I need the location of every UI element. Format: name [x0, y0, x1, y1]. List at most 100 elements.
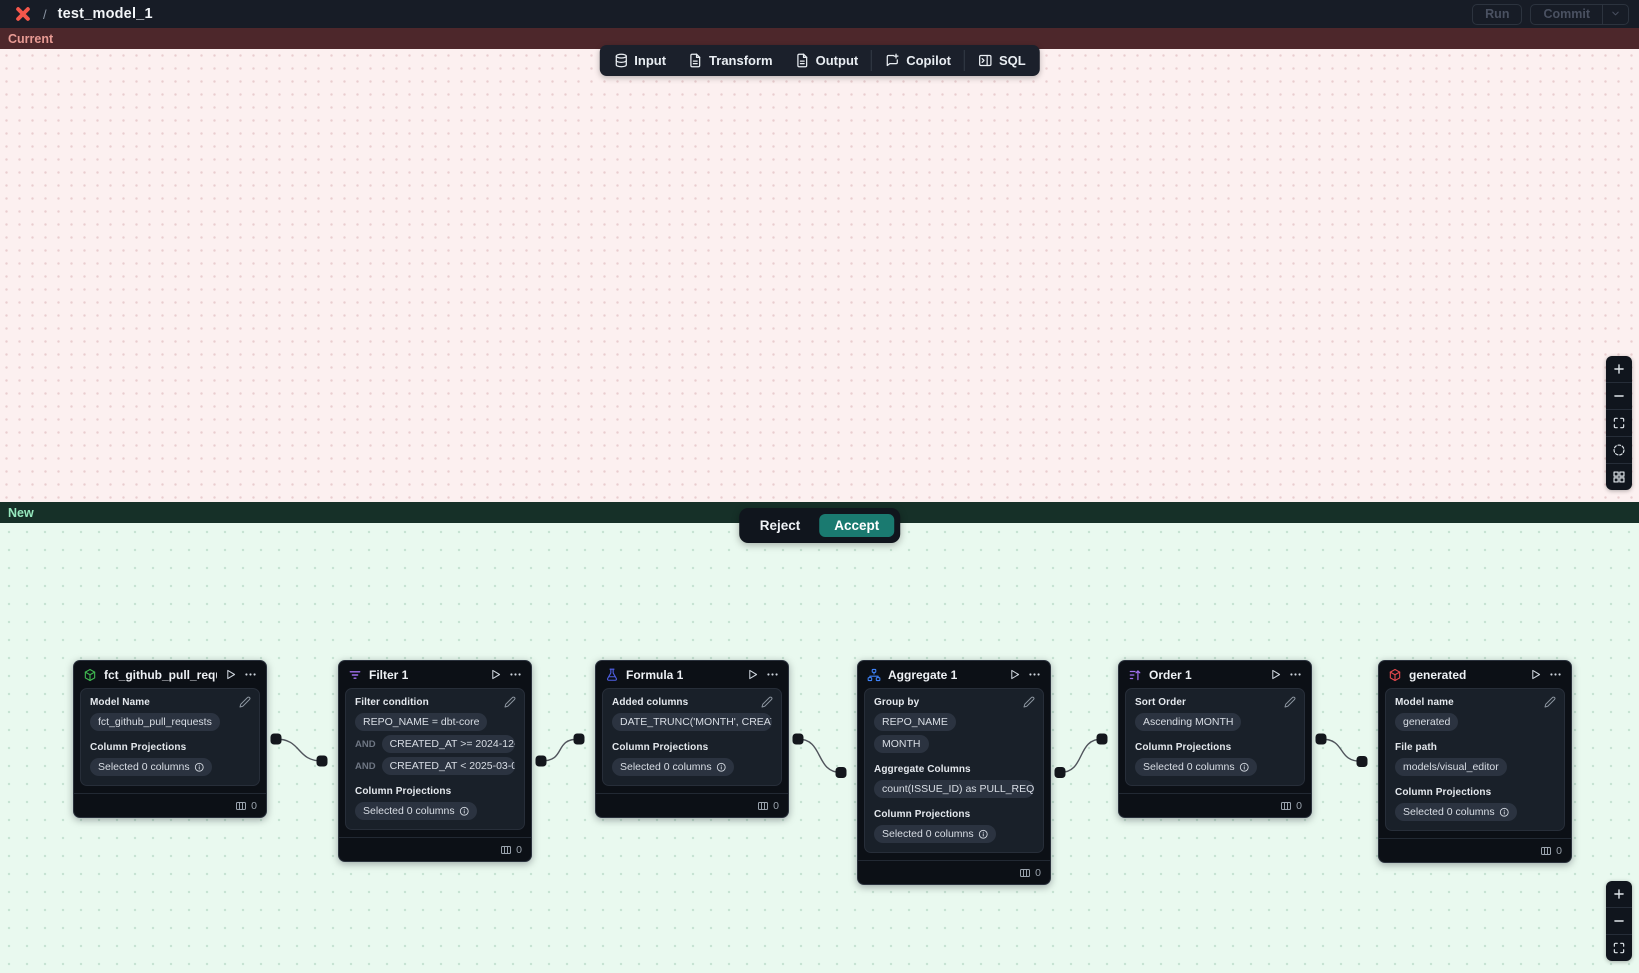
pill-row: generated	[1395, 713, 1555, 731]
value-pill[interactable]: Selected 0 columns	[1395, 803, 1518, 821]
edit-pencil-icon[interactable]	[504, 696, 516, 708]
flask-icon	[605, 668, 619, 682]
node-header[interactable]: generated	[1379, 661, 1571, 688]
ellipsis-icon	[244, 668, 257, 681]
pill-row: models/visual_editor	[1395, 758, 1555, 776]
node-menu-button[interactable]	[244, 668, 257, 681]
node-title: generated	[1409, 667, 1467, 682]
play-icon	[224, 668, 237, 681]
new-zoom-controls	[1606, 881, 1632, 961]
dbt-logo-icon[interactable]	[14, 5, 32, 23]
edit-pencil-icon[interactable]	[761, 696, 773, 708]
node-run-button[interactable]	[746, 668, 759, 681]
node-header[interactable]: fct_github_pull_requests	[74, 661, 266, 688]
value-pill[interactable]: REPO_NAME	[874, 713, 956, 731]
fit-icon	[1612, 941, 1626, 955]
node-run-button[interactable]	[489, 668, 502, 681]
filter-icon	[348, 668, 362, 682]
node-header[interactable]: Formula 1	[596, 661, 788, 688]
value-pill[interactable]: CREATED_AT >= 2024-12-01	[381, 735, 515, 753]
plus-button[interactable]	[1606, 356, 1632, 382]
field-label: Sort Order	[1135, 697, 1187, 708]
node-fct-github-pull-requests[interactable]: fct_github_pull_requestsModel Namefct_gi…	[73, 660, 267, 818]
node-run-button[interactable]	[1529, 668, 1542, 681]
ellipsis-icon	[1549, 668, 1562, 681]
node-header[interactable]: Aggregate 1	[858, 661, 1050, 688]
value-pill[interactable]: Selected 0 columns	[612, 758, 735, 776]
node-run-button[interactable]	[1008, 668, 1021, 681]
toolbar-input-button[interactable]: Input	[602, 45, 677, 76]
node-menu-button[interactable]	[1289, 668, 1302, 681]
fit-button[interactable]	[1606, 410, 1632, 436]
columns-icon	[1019, 867, 1031, 879]
node-title: fct_github_pull_requests	[104, 667, 217, 682]
toolbar-item-label: Copilot	[906, 53, 951, 68]
value-pill[interactable]: MONTH	[874, 735, 929, 753]
commit-button[interactable]: Commit	[1531, 5, 1602, 24]
chevron-down-icon	[1610, 7, 1621, 22]
value-pill[interactable]: models/visual_editor	[1395, 758, 1507, 776]
value-pill[interactable]: CREATED_AT < 2025-03-01	[381, 757, 515, 775]
toolbar-sql-button[interactable]: SQL	[967, 45, 1037, 76]
play-icon	[1269, 668, 1282, 681]
edit-pencil-icon[interactable]	[1544, 696, 1556, 708]
node-menu-button[interactable]	[1549, 668, 1562, 681]
value-pill[interactable]: Selected 0 columns	[90, 758, 213, 776]
minus-button[interactable]	[1606, 908, 1632, 934]
node-header[interactable]: Filter 1	[339, 661, 531, 688]
node-layer: fct_github_pull_requestsModel Namefct_gi…	[0, 523, 1639, 973]
value-pill[interactable]: Selected 0 columns	[1135, 758, 1258, 776]
minus-button[interactable]	[1606, 383, 1632, 409]
pill-row: count(ISSUE_ID) as PULL_REQUEST_…	[874, 780, 1034, 798]
breadcrumb-separator: /	[43, 6, 47, 22]
value-pill[interactable]: Selected 0 columns	[355, 802, 478, 820]
toolbar-transform-button[interactable]: Transform	[677, 45, 784, 76]
info-icon	[978, 829, 989, 840]
fit-button[interactable]	[1606, 935, 1632, 961]
node-menu-button[interactable]	[509, 668, 522, 681]
node-run-button[interactable]	[1269, 668, 1282, 681]
node-footer: 0	[1119, 793, 1311, 817]
value-pill[interactable]: fct_github_pull_requests	[90, 713, 220, 731]
reject-button[interactable]: Reject	[745, 514, 816, 537]
new-canvas[interactable]: fct_github_pull_requestsModel Namefct_gi…	[0, 523, 1639, 973]
value-pill[interactable]: Selected 0 columns	[874, 825, 997, 843]
locate-button[interactable]	[1606, 437, 1632, 463]
value-pill[interactable]: REPO_NAME = dbt-core	[355, 713, 488, 731]
toolbar-output-button[interactable]: Output	[784, 45, 870, 76]
node-footer: 0	[339, 837, 531, 861]
node-menu-button[interactable]	[1028, 668, 1041, 681]
run-button[interactable]: Run	[1472, 3, 1523, 25]
pill-row: Selected 0 columns	[612, 758, 772, 776]
grid-icon	[1612, 470, 1626, 484]
edit-pencil-icon[interactable]	[1023, 696, 1035, 708]
aggregate-icon	[867, 668, 881, 682]
plus-button[interactable]	[1606, 881, 1632, 907]
value-pill[interactable]: DATE_TRUNC('MONTH', CREATED_AT…	[612, 713, 772, 731]
edit-pencil-icon[interactable]	[239, 696, 251, 708]
plus-icon	[1612, 362, 1626, 376]
value-pill[interactable]: generated	[1395, 713, 1459, 731]
current-canvas[interactable]	[0, 49, 1639, 502]
node-header[interactable]: Order 1	[1119, 661, 1311, 688]
value-pill[interactable]: Ascending MONTH	[1135, 713, 1242, 731]
value-pill[interactable]: count(ISSUE_ID) as PULL_REQUEST_…	[874, 780, 1034, 798]
toolbar-copilot-button[interactable]: Copilot	[874, 45, 962, 76]
accept-button[interactable]: Accept	[819, 514, 895, 537]
edit-pencil-icon[interactable]	[1284, 696, 1296, 708]
node-menu-button[interactable]	[766, 668, 779, 681]
commit-dropdown-button[interactable]	[1602, 4, 1628, 24]
node-run-button[interactable]	[224, 668, 237, 681]
grid-button[interactable]	[1606, 464, 1632, 490]
